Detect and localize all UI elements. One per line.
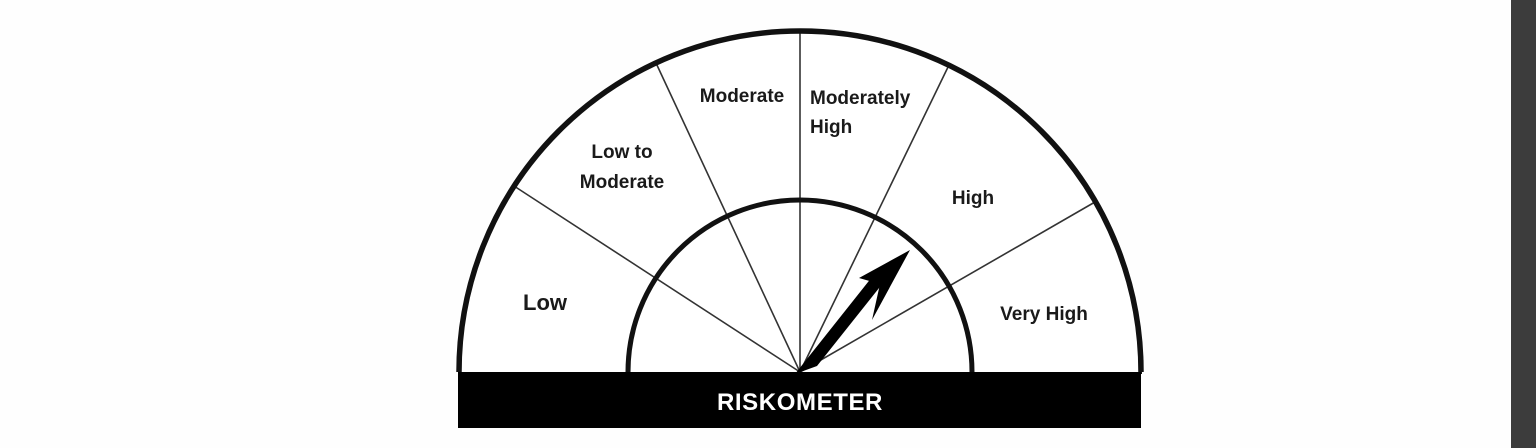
gauge-needle-arrow bbox=[795, 250, 910, 374]
segment-label-low-to-moderate-line1: Low to bbox=[591, 142, 652, 163]
segment-label-very-high: Very High bbox=[1000, 304, 1088, 325]
needle-shaft bbox=[795, 268, 895, 374]
riskometer-banner bbox=[458, 372, 1141, 428]
segment-label-moderate: Moderate bbox=[700, 86, 784, 107]
gauge-inner-arc bbox=[625, 197, 975, 373]
right-edge-gutter bbox=[1511, 0, 1536, 448]
segment-label-low: Low bbox=[523, 290, 568, 315]
segment-label-moderately-high-line1: Moderately bbox=[810, 88, 911, 109]
segment-label-moderately-high-line2: High bbox=[810, 117, 852, 138]
riskometer-banner-label: RISKOMETER bbox=[717, 389, 883, 416]
segment-label-low-to-moderate-line2: Moderate bbox=[580, 172, 664, 193]
segment-label-high: High bbox=[952, 188, 994, 209]
gauge-outer-arc bbox=[456, 28, 1144, 373]
needle-arrowhead bbox=[859, 250, 910, 320]
riskometer-gauge: Low Low to Moderate Moderate Moderately … bbox=[440, 0, 1160, 440]
